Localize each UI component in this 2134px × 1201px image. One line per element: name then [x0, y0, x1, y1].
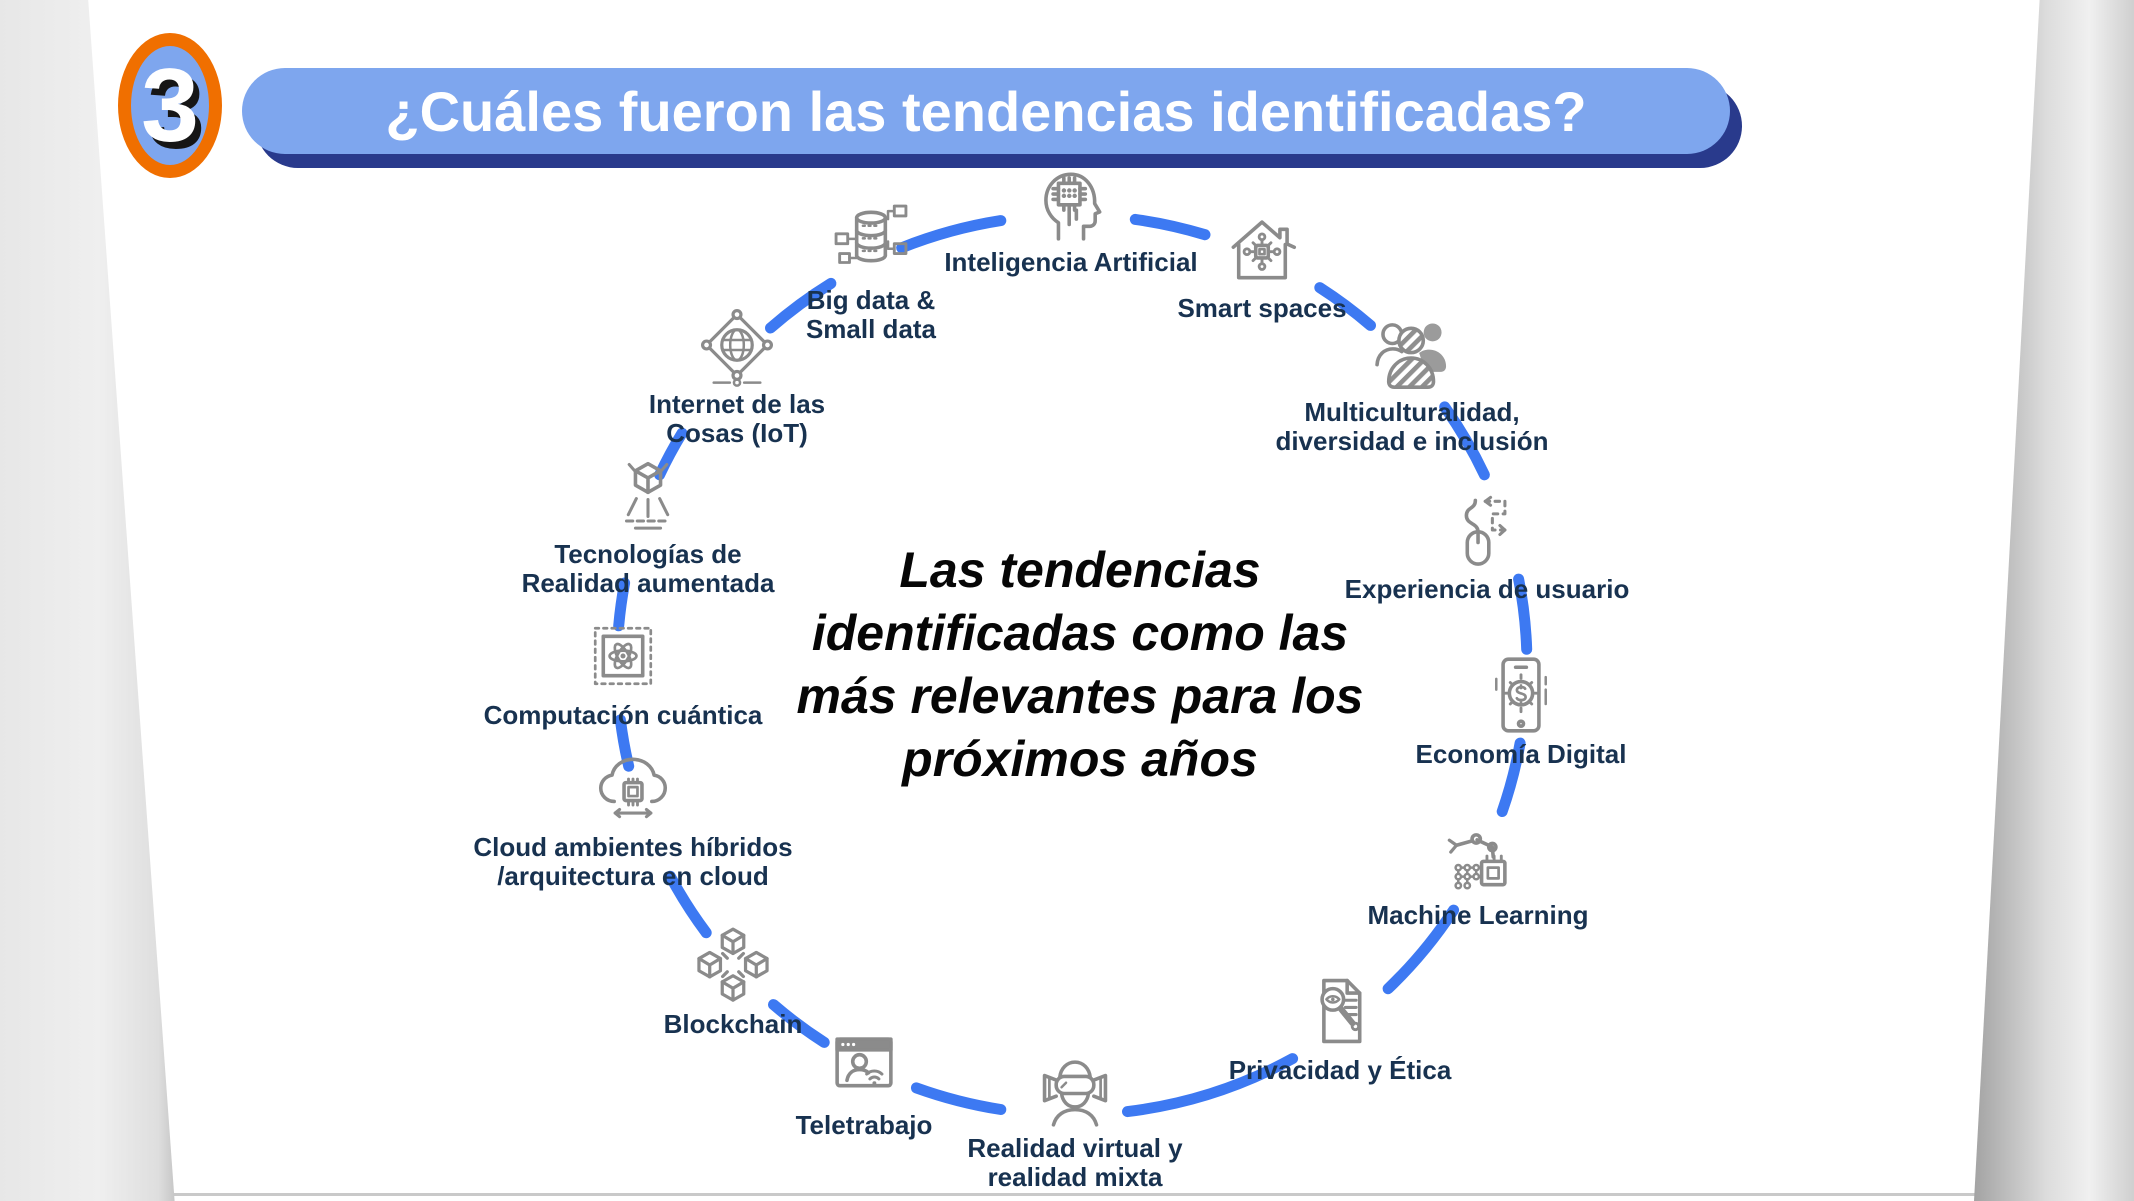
ar-cube-projection-icon	[605, 452, 691, 538]
trend-label: Computación cuántica	[483, 700, 763, 730]
section-number-badge: 3	[118, 33, 222, 178]
left-page-edge	[0, 0, 175, 1201]
trend-label: Big data & Small data	[805, 285, 937, 345]
trend-label: Cloud ambientes híbridos /arquitectura e…	[473, 832, 793, 892]
trend-label: Experiencia de usuario	[1344, 574, 1630, 604]
ai-head-chip-icon	[1028, 160, 1114, 246]
trend-label: Internet de las Cosas (IoT)	[648, 389, 826, 449]
globe-network-icon	[694, 302, 780, 388]
trend-internet-de-las-cosas: Internet de las Cosas (IoT)	[527, 302, 947, 448]
phone-dollar-icon	[1478, 652, 1564, 738]
trend-label: Tecnologías de Realidad aumentada	[521, 539, 775, 599]
trend-machine-learning: Machine Learning	[1268, 813, 1688, 930]
smart-home-icon	[1219, 206, 1305, 292]
trend-cloud-hibrido: Cloud ambientes híbridos /arquitectura e…	[423, 745, 843, 891]
trend-label: Blockchain	[663, 1009, 803, 1039]
trend-label: Economía Digital	[1415, 739, 1627, 769]
trend-label: Multiculturalidad, diversidad e inclusió…	[1275, 397, 1549, 457]
trend-teletrabajo: Teletrabajo	[654, 1023, 1074, 1140]
database-nodes-icon	[828, 198, 914, 284]
trend-label: Teletrabajo	[795, 1110, 933, 1140]
mouse-path-icon	[1444, 487, 1530, 573]
trend-realidad-virtual: Realidad virtual y realidad mixta	[865, 1046, 1285, 1192]
trend-blockchain: Blockchain	[523, 922, 943, 1039]
trend-label: Machine Learning	[1367, 900, 1589, 930]
trend-economia-digital: Economía Digital	[1311, 652, 1731, 769]
people-group-icon	[1369, 310, 1455, 396]
atom-chip-icon	[580, 613, 666, 699]
browser-person-wifi-icon	[821, 1023, 907, 1109]
right-page-edge	[1974, 0, 2134, 1201]
linked-cubes-icon	[690, 922, 776, 1008]
trend-computacion-cuantica: Computación cuántica	[413, 613, 833, 730]
trend-big-small-data: Big data & Small data	[661, 198, 1081, 344]
vr-headset-icon	[1032, 1046, 1118, 1132]
trend-smart-spaces: Smart spaces	[1052, 206, 1472, 323]
document-eye-pen-icon	[1297, 968, 1383, 1054]
robot-arm-chip-icon	[1435, 813, 1521, 899]
cloud-chip-icon	[590, 745, 676, 831]
trend-experiencia-de-usuario: Experiencia de usuario	[1277, 487, 1697, 604]
page-bottom-edge	[85, 1193, 2134, 1196]
page-title: ¿Cuáles fueron las tendencias identifica…	[385, 79, 1587, 143]
trend-realidad-aumentada: Tecnologías de Realidad aumentada	[438, 452, 858, 598]
trend-label: Realidad virtual y realidad mixta	[967, 1133, 1183, 1193]
section-number: 3	[141, 47, 199, 164]
title-banner: ¿Cuáles fueron las tendencias identifica…	[242, 68, 1730, 154]
center-statement: Las tendencias identificadas como las má…	[796, 542, 1364, 787]
trend-multiculturalidad: Multiculturalidad, diversidad e inclusió…	[1202, 310, 1622, 456]
